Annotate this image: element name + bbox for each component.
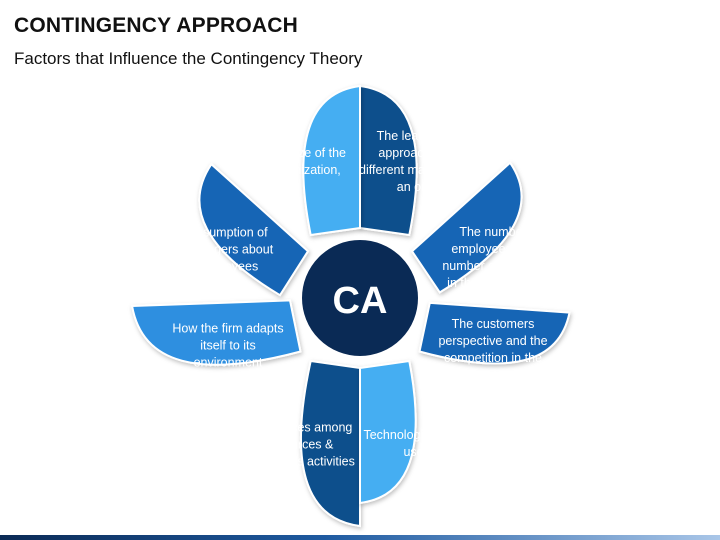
center-label: CA <box>333 280 388 322</box>
factor-label-4: The customers perspective and the compet… <box>438 317 548 382</box>
factor-petal-4 <box>418 301 571 365</box>
factor-label-1: The size of the organization, <box>264 146 346 177</box>
factor-petal-7 <box>130 299 302 366</box>
page-title: CONTINGENCY APPROACH <box>14 14 299 37</box>
factor-petal-1 <box>359 84 418 237</box>
factor-label-7: How the firm adapts itself to its enviro… <box>172 321 284 370</box>
factor-petal-2 <box>302 84 361 237</box>
factor-label-5: Technologies being used <box>363 428 471 459</box>
factor-label-3: The number of employees vs the number of… <box>442 225 558 290</box>
factor-label-8: Assumption of managers about employees <box>182 225 274 274</box>
factor-petal-5 <box>300 359 361 528</box>
factor-petal-6 <box>359 359 417 505</box>
footer-accent-bar <box>0 535 720 540</box>
center-circle <box>298 236 422 360</box>
factor-label-2: The leadership approaches of different m… <box>359 129 477 194</box>
page-subtitle: Factors that Influence the Contingency T… <box>14 49 363 68</box>
factor-petal-3 <box>410 161 523 294</box>
factor-petal-8 <box>198 162 310 297</box>
factor-label-6: Differences among resources & operations… <box>245 420 355 469</box>
